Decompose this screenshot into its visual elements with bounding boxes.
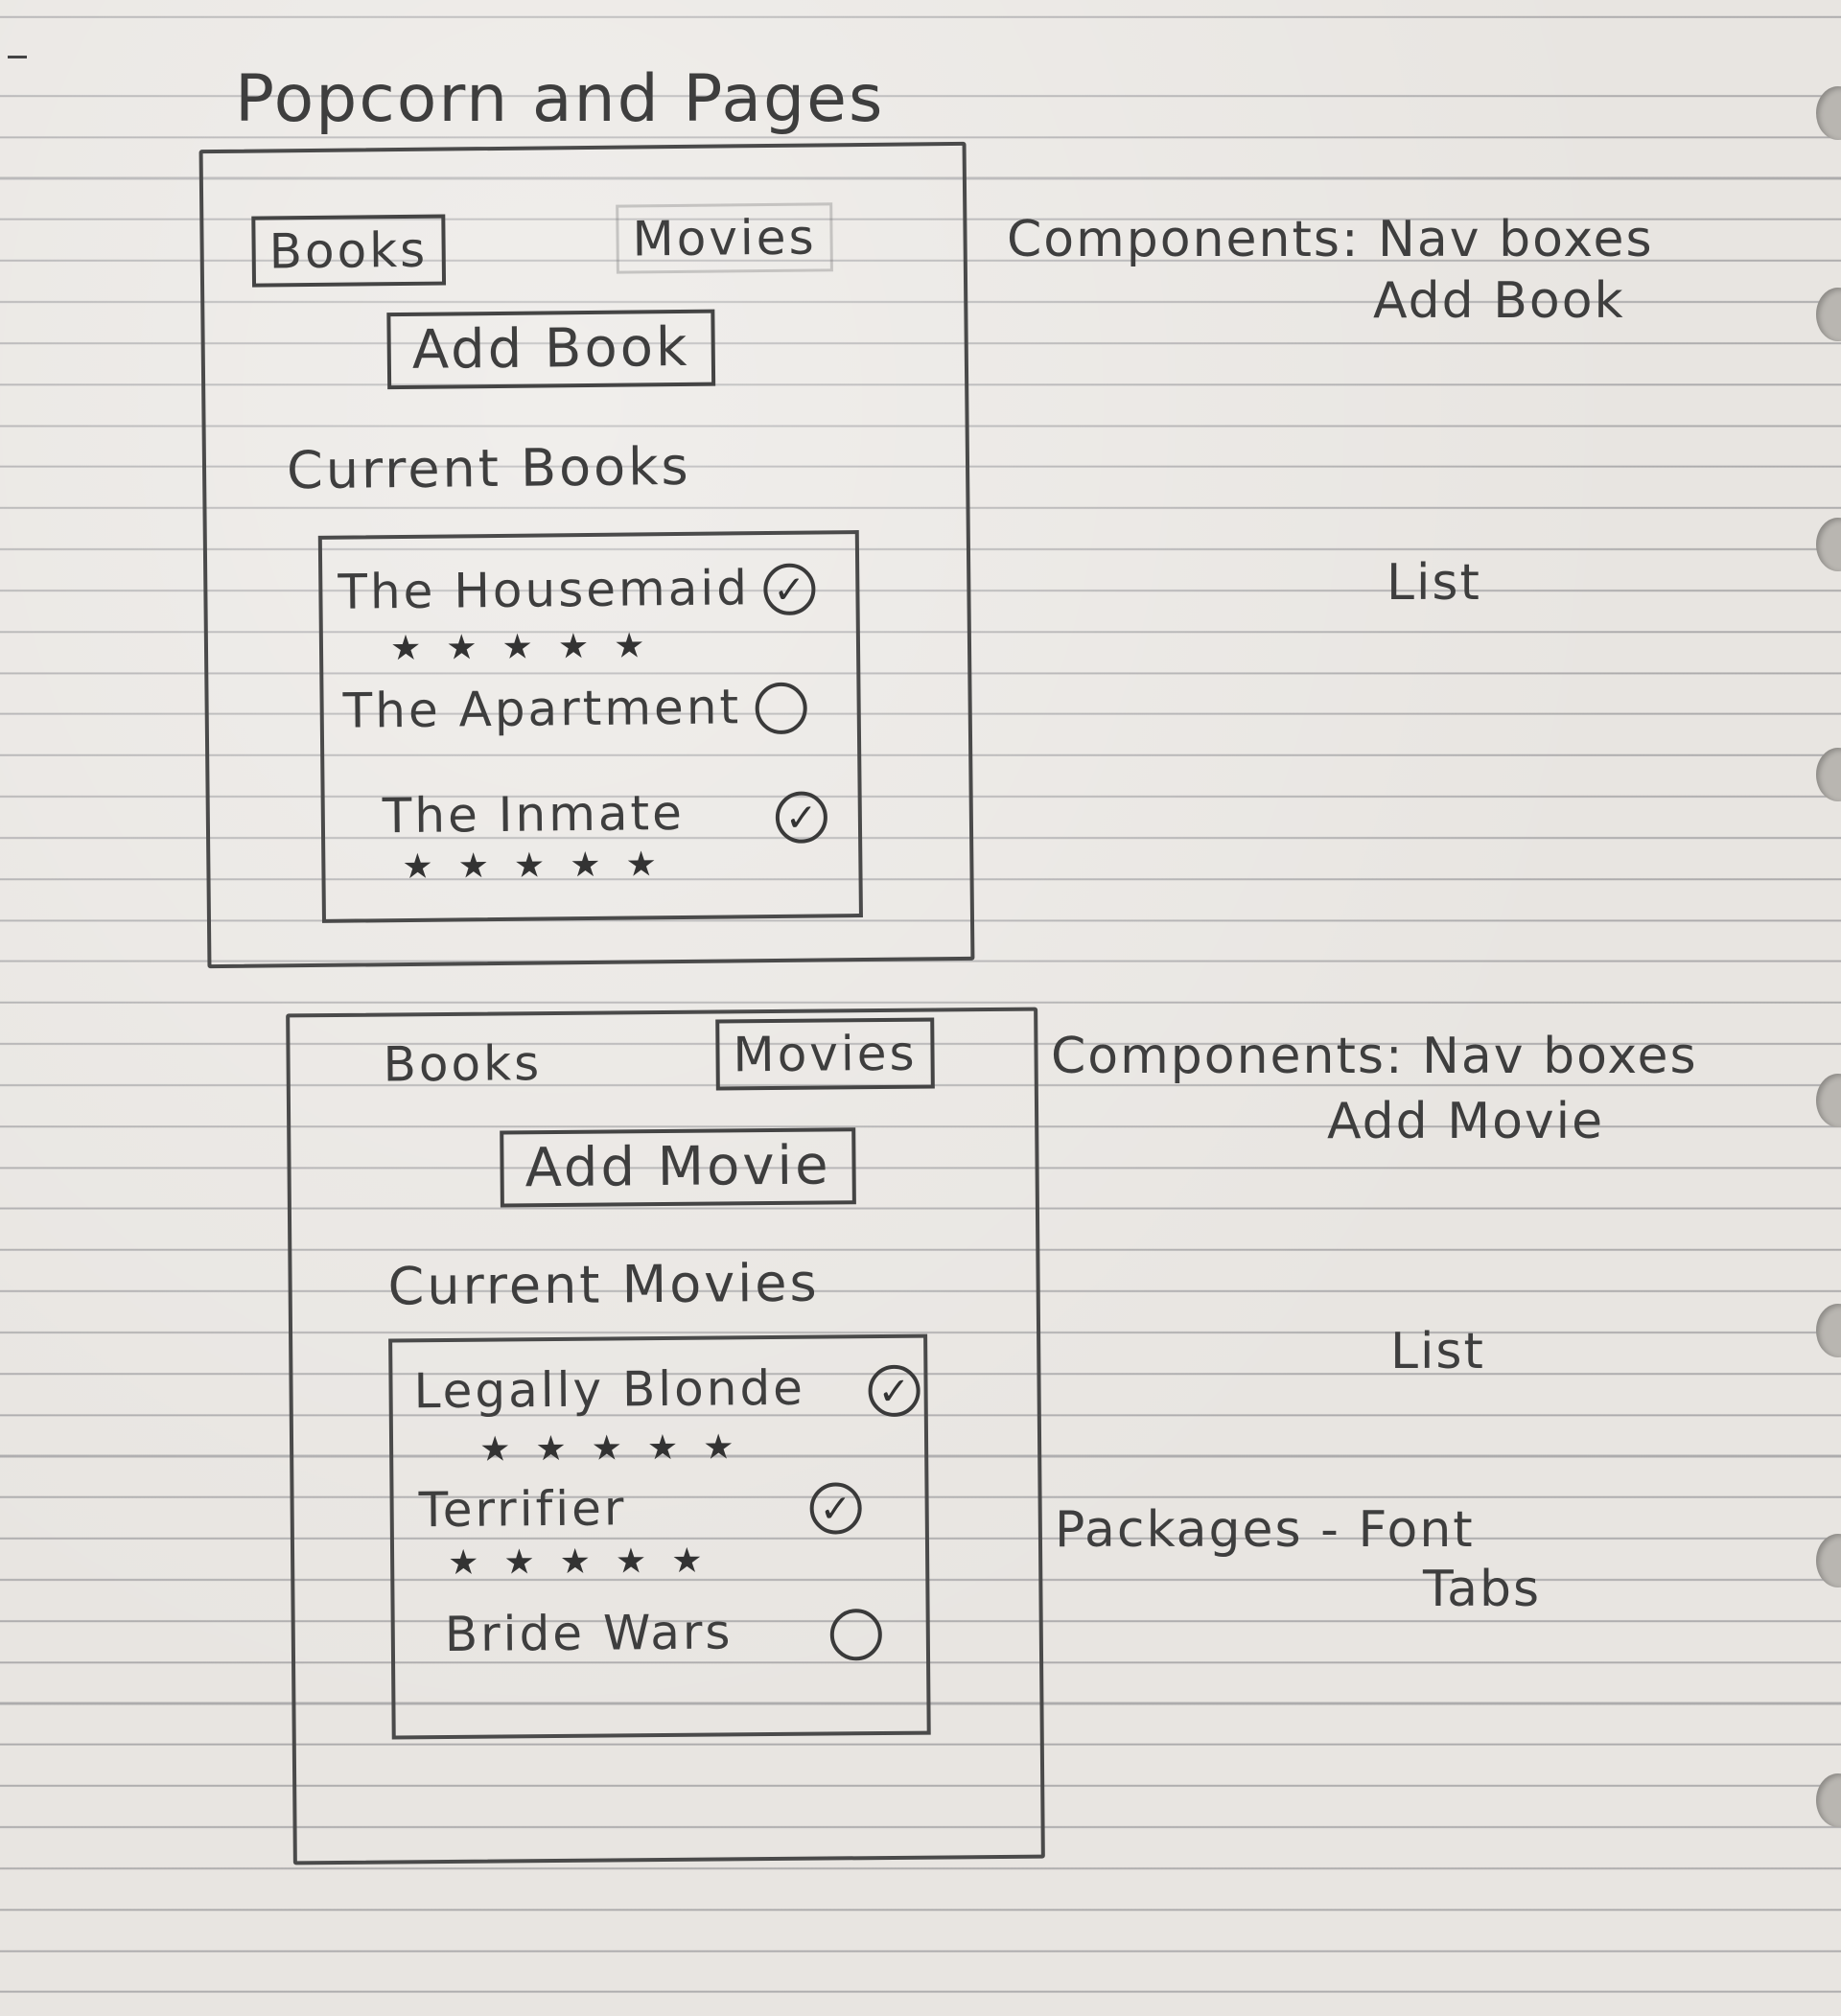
wireframe-books-screen: Books Movies Add Book Current Books The …	[198, 141, 975, 969]
star-rating: ★★★★★	[389, 626, 670, 669]
tab-books[interactable]: Books	[251, 214, 446, 288]
list-item[interactable]: Legally Blonde ✓ ★★★★★	[392, 1352, 924, 1470]
note-movies-list: List	[1390, 1323, 1485, 1380]
binder-hole	[1816, 288, 1841, 341]
list-item[interactable]: The Housemaid ✓ ★★★★★	[322, 547, 856, 668]
list-item[interactable]: Terrifier ✓ ★★★★★	[393, 1471, 925, 1583]
empty-circle-icon[interactable]	[829, 1609, 883, 1661]
item-title: Bride Wars	[444, 1604, 734, 1663]
list-item[interactable]: The Inmate ✓ ★★★★★	[324, 777, 858, 889]
star-rating: ★★★★★	[478, 1427, 759, 1470]
section-title-current-books: Current Books	[286, 435, 691, 501]
binder-hole	[1816, 1773, 1841, 1827]
list-item[interactable]: Bride Wars	[394, 1595, 926, 1705]
item-title: Terrifier	[418, 1480, 627, 1539]
app-title: Popcorn and Pages	[235, 61, 885, 137]
tab-movies[interactable]: Movies	[715, 1017, 935, 1091]
note-books-components: Components: Nav boxes	[1007, 211, 1654, 268]
check-circle-icon[interactable]: ✓	[868, 1364, 920, 1418]
margin-mark	[8, 56, 27, 58]
books-list: The Housemaid ✓ ★★★★★ The Apartment The …	[317, 530, 863, 923]
movies-list: Legally Blonde ✓ ★★★★★ Terrifier ✓ ★★★★★…	[388, 1333, 931, 1740]
star-rating: ★★★★★	[447, 1541, 728, 1583]
note-books-list: List	[1387, 554, 1481, 612]
binder-holes	[1803, 0, 1841, 2016]
note-packages: Packages - Font	[1055, 1501, 1475, 1559]
item-title: The Housemaid	[338, 560, 751, 620]
section-title-current-movies: Current Movies	[387, 1252, 820, 1317]
note-packages-tabs: Tabs	[1423, 1561, 1542, 1618]
note-movies-add: Add Movie	[1327, 1093, 1605, 1150]
binder-hole	[1816, 518, 1841, 571]
add-movie-button[interactable]: Add Movie	[500, 1127, 856, 1208]
add-book-button[interactable]: Add Book	[386, 309, 715, 390]
wireframe-movies-screen: Books Movies Add Movie Current Movies Le…	[286, 1007, 1045, 1865]
check-circle-icon[interactable]: ✓	[809, 1482, 862, 1535]
binder-hole	[1816, 86, 1841, 140]
item-title: The Apartment	[342, 679, 742, 739]
check-circle-icon[interactable]: ✓	[775, 791, 828, 844]
check-circle-icon[interactable]: ✓	[763, 563, 816, 616]
star-rating: ★★★★★	[402, 844, 682, 888]
empty-circle-icon[interactable]	[755, 682, 807, 735]
tab-movies[interactable]: Movies	[616, 202, 833, 274]
tab-books[interactable]: Books	[383, 1035, 543, 1093]
list-item[interactable]: The Apartment	[323, 662, 857, 774]
binder-hole	[1816, 1074, 1841, 1127]
binder-hole	[1816, 1304, 1841, 1357]
item-title: The Inmate	[382, 784, 686, 845]
note-books-add: Add Book	[1373, 272, 1625, 330]
item-title: Legally Blonde	[413, 1359, 806, 1420]
binder-hole	[1816, 1534, 1841, 1587]
note-movies-components: Components: Nav boxes	[1051, 1028, 1698, 1085]
binder-hole	[1816, 748, 1841, 801]
